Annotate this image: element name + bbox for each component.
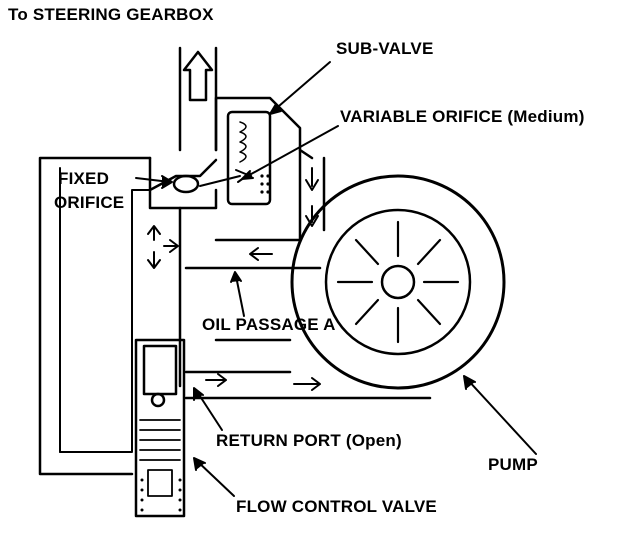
leader-lines [135,61,537,497]
flow-control-valve-threads [139,419,181,497]
sub-valve-spool [226,110,272,206]
fixed-orifice-body [148,156,218,210]
leader-sub-valve-head [269,103,282,115]
junction-arrows [147,225,179,269]
leader-flow-control-head [193,457,206,471]
sub-valve-housing [214,96,314,160]
fixed-orifice-opening [172,174,200,194]
pump-rotor [324,208,472,356]
leader-pump [465,377,537,455]
sub-valve-label: SUB-VALVE [336,39,434,58]
pump-vanes [336,220,460,344]
right-passage-arrow-1 [305,167,319,191]
leader-pump-head [463,375,476,390]
leader-oil-passage [235,275,245,317]
flow-control-valve-spool [142,344,178,396]
leader-return-port-head [193,387,204,401]
oil-passage-a-label: OIL PASSAGE A [202,315,336,334]
sub-valve-dots [260,174,270,194]
fixed-label: FIXED [58,169,110,188]
leader-sub-valve [271,61,331,113]
return-port-label: RETURN PORT (Open) [216,431,402,450]
return-line-inner [59,189,151,453]
return-line-outer [38,156,152,476]
flow-control-valve-port [150,392,166,408]
orifice-label: ORIFICE [54,193,125,212]
fixed-orifice-arrow [199,169,249,187]
sub-valve-spring [239,121,247,163]
flow-control-valve-label: FLOW CONTROL VALVE [236,497,437,516]
oil-passage-arrow [249,247,273,261]
flow-control-valve-body [134,338,186,518]
pump-housing [290,174,506,390]
lower-passage-arrow [293,377,321,391]
variable-orifice-label: VARIABLE ORIFICE (Medium) [340,107,585,126]
return-port-arrow [205,373,227,387]
leader-fixed-orifice-head [161,175,173,189]
leader-variable-orifice [243,125,339,179]
pump-hub [380,264,416,300]
flow-control-valve-dots [140,478,182,512]
leader-variable-orifice-head [241,170,254,180]
leader-flow-control [195,459,235,497]
pump-label: PUMP [488,455,538,474]
right-passage [298,148,326,242]
output-arrow-head [182,50,214,102]
leader-return-port [195,389,223,431]
leader-oil-passage-head [230,271,242,283]
title-label: To STEERING GEARBOX [8,5,214,24]
